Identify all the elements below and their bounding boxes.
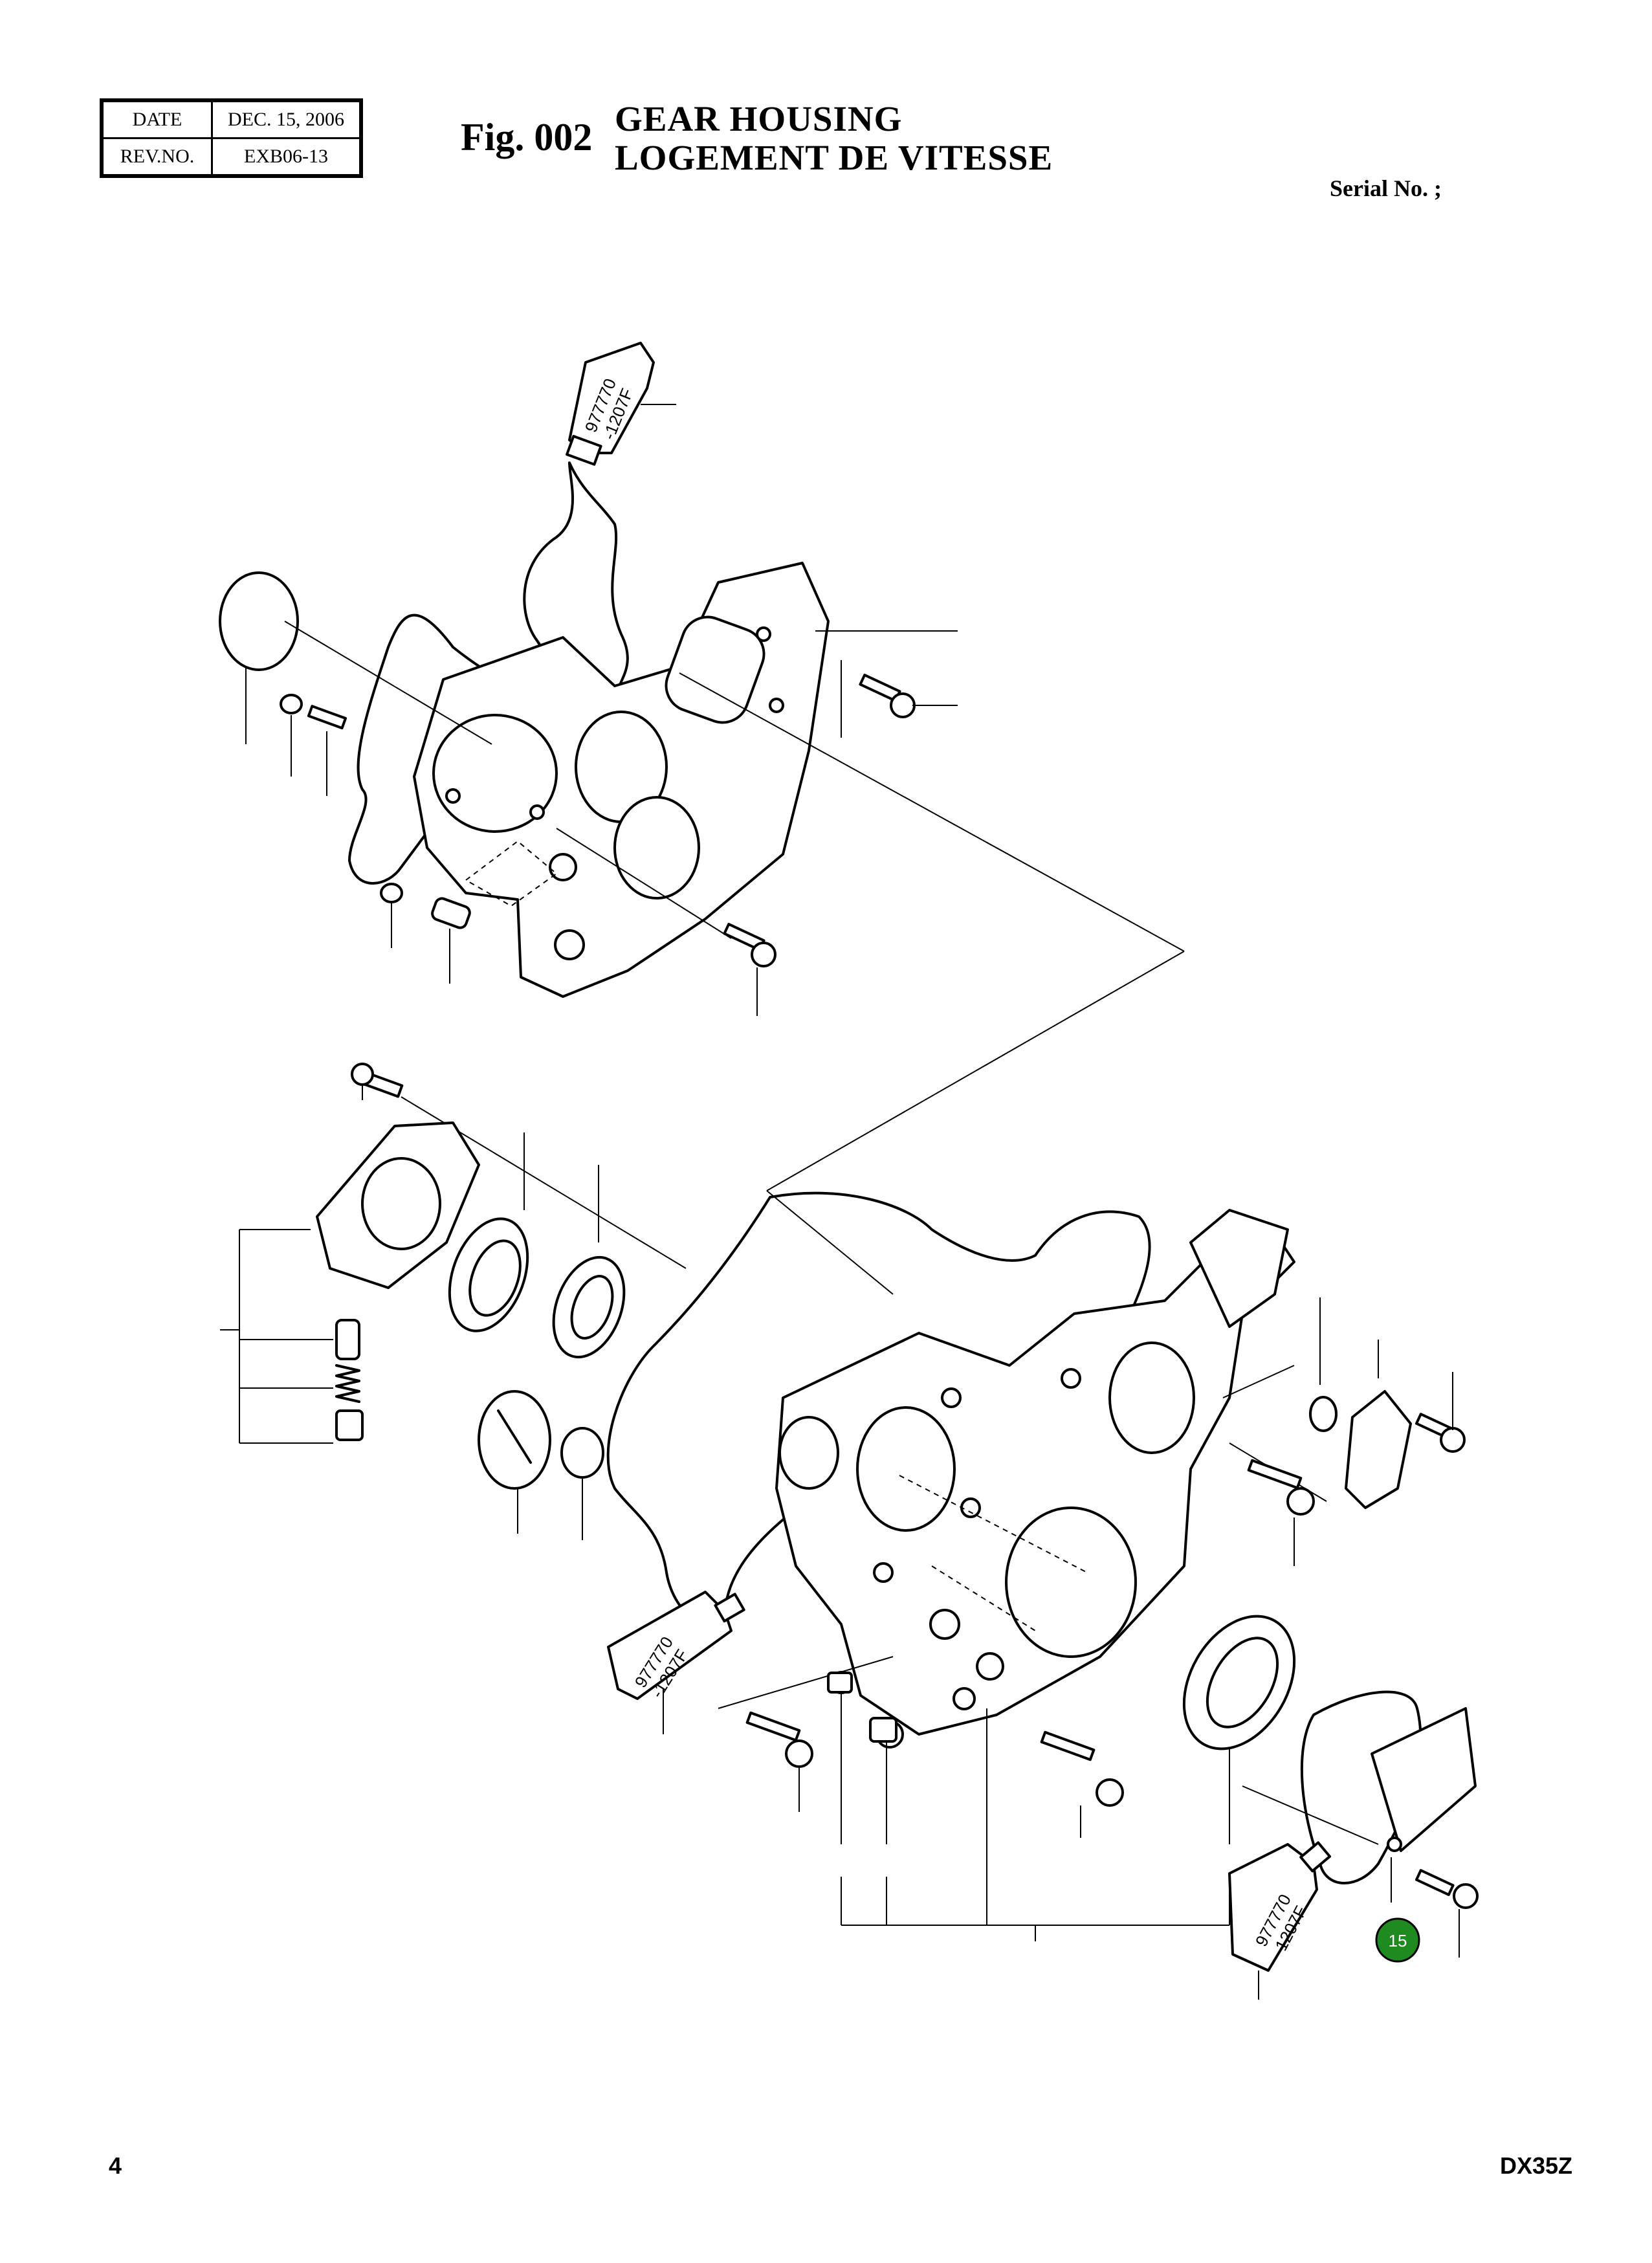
callout-15: 15 (1375, 1917, 1420, 1963)
date-value: DEC. 15, 2006 (211, 99, 362, 139)
oil-pump-assembly (220, 1063, 687, 1444)
plate-bolts-upper (556, 630, 958, 1016)
o-ring-large (219, 571, 299, 671)
nut-and-stud-upper (280, 694, 471, 984)
side-cover (1222, 1297, 1466, 1509)
sealant-tube-right: 977770 -1207F (1228, 1841, 1332, 2000)
page-number: 4 (109, 2152, 122, 2179)
rev-value: EXB06-13 (211, 137, 362, 177)
gear-housing (775, 1209, 1295, 1736)
front-cover-gasket (348, 461, 629, 885)
figure-title-french: LOGEMENT DE VITESSE (615, 138, 1053, 177)
revision-table: DATE DEC. 15, 2006 REV.NO. EXB06-13 (100, 98, 363, 178)
figure-title-english: GEAR HOUSING (615, 99, 903, 138)
date-label: DATE (100, 99, 213, 139)
sealant-tube-left: 977770 -1207F (607, 1591, 745, 1734)
front-plate (413, 562, 830, 998)
model-name: DX35Z (1500, 2152, 1573, 2179)
figure-number: Fig. 002 (461, 116, 593, 159)
rear-cover-plate (1242, 1690, 1479, 1958)
crankshaft-seal (1182, 1615, 1296, 1844)
oil-filler-cap (478, 1390, 604, 1540)
callout-number: 15 (1389, 1931, 1407, 1950)
rev-label: REV.NO. (100, 137, 213, 177)
sealant-tube-top: 977770 -1207F (566, 342, 676, 466)
serial-number-label: Serial No. ; (1330, 175, 1442, 201)
